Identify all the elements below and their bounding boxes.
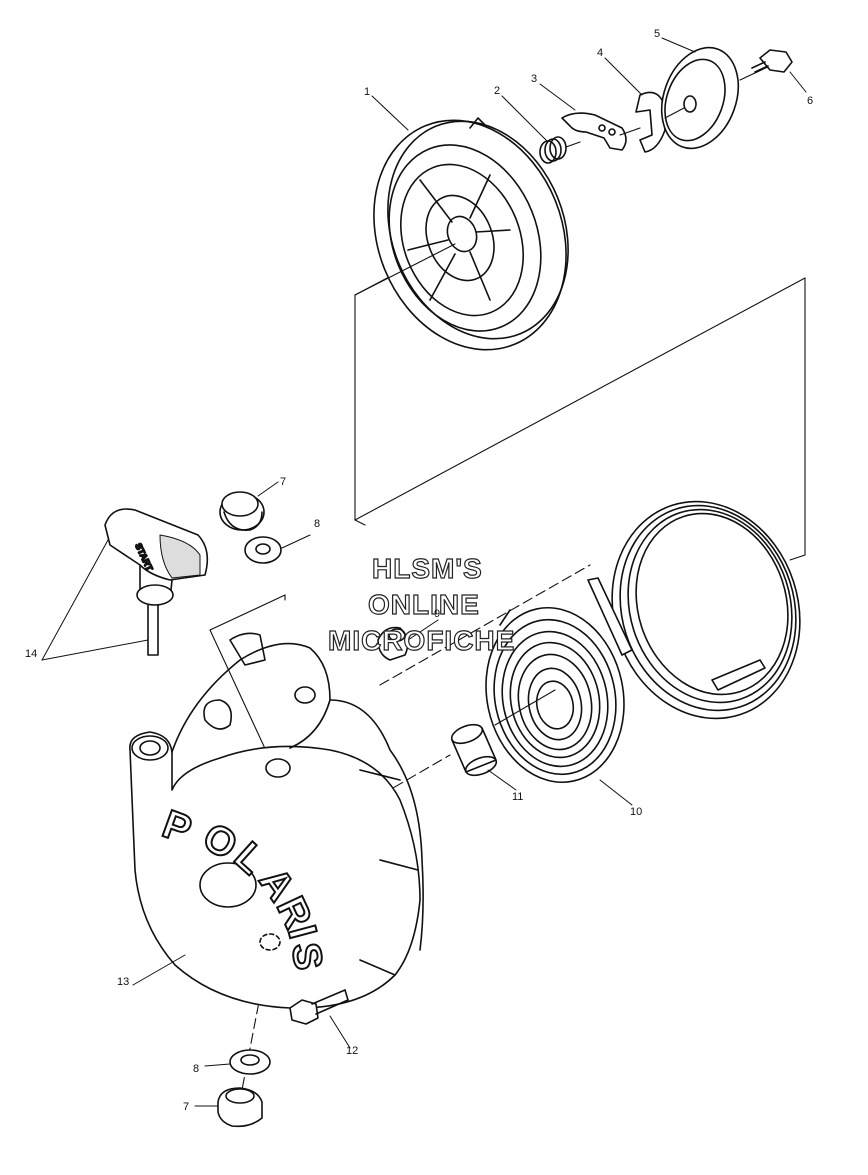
callout-1: 1 — [364, 86, 370, 98]
callout-5: 5 — [654, 28, 660, 40]
recoil-spring — [485, 606, 625, 784]
callout-14: 14 — [25, 648, 37, 660]
callout-13: 13 — [117, 976, 129, 988]
retainer-clip — [619, 91, 666, 153]
callout-2: 2 — [494, 85, 500, 97]
washer-bottom — [229, 1049, 271, 1075]
center-bushing — [450, 723, 498, 777]
callout-4: 4 — [597, 47, 603, 59]
pulley — [373, 117, 569, 351]
callout-10: 10 — [630, 806, 642, 818]
callout-9: 9 — [434, 608, 440, 620]
starter-housing — [129, 632, 424, 1009]
leader-lines — [41, 37, 807, 1107]
callout-8-top: 8 — [314, 518, 320, 530]
starter-handle — [104, 508, 209, 656]
watermark-line-3: MICROFICHE — [328, 625, 515, 656]
rope-bushing — [377, 626, 409, 661]
pawl — [561, 112, 627, 151]
plug-top — [219, 491, 265, 531]
callout-6: 6 — [807, 95, 813, 107]
callout-numbers: 1 2 3 4 5 6 7 8 9 10 11 12 13 14 8 7 — [25, 28, 813, 1113]
watermark-line-2: ONLINE — [368, 589, 480, 620]
friction-plate — [660, 46, 740, 150]
watermark-line-1: HLSM'S — [372, 553, 483, 584]
callout-8-bottom: 8 — [193, 1063, 199, 1075]
pawl-spring — [539, 136, 581, 164]
callout-3: 3 — [531, 73, 537, 85]
center-bolt — [751, 49, 793, 73]
callout-7-top: 7 — [280, 476, 286, 488]
housing-logo: P O L A R I S — [156, 801, 331, 974]
starter-rope — [587, 500, 801, 720]
plug-bottom — [217, 1087, 263, 1128]
callout-11: 11 — [512, 791, 523, 803]
callout-7-bottom: 7 — [183, 1101, 189, 1113]
washer-top — [244, 536, 282, 564]
housing-bolt — [289, 989, 349, 1025]
callout-12: 12 — [346, 1045, 358, 1057]
watermark: HLSM'S ONLINE MICROFICHE — [327, 552, 515, 656]
